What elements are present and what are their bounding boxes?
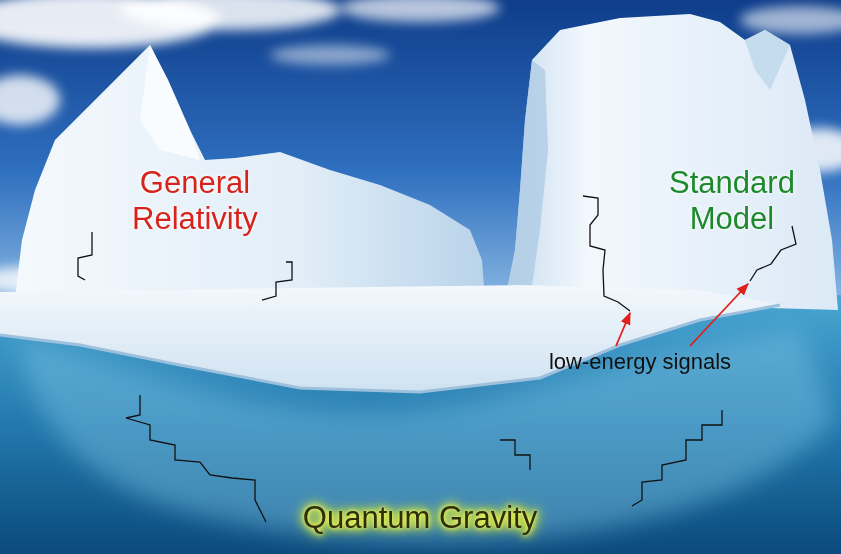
leader-arrows: [616, 284, 748, 346]
left-iceberg: [15, 45, 485, 300]
ice-shelf: [0, 285, 780, 392]
theory-label-box: General Relativity: [95, 165, 295, 236]
iceberg-highlight: [140, 45, 200, 160]
iceberg-shadow: [745, 30, 790, 90]
title-label: Quantum Gravity: [303, 500, 537, 536]
right-iceberg: [505, 14, 838, 310]
shelf-edge: [0, 305, 780, 392]
theory-label-box: Standard Model: [632, 165, 832, 236]
title-label-box: Quantum Gravity: [260, 500, 580, 536]
cracks: [78, 196, 796, 522]
iceberg-shadow: [505, 60, 548, 300]
theory-label: Standard Model: [632, 165, 832, 236]
callout-label: low-energy signals: [549, 349, 731, 374]
callout-label-box: low-energy signals: [520, 349, 760, 374]
theory-label: General Relativity: [95, 165, 295, 236]
